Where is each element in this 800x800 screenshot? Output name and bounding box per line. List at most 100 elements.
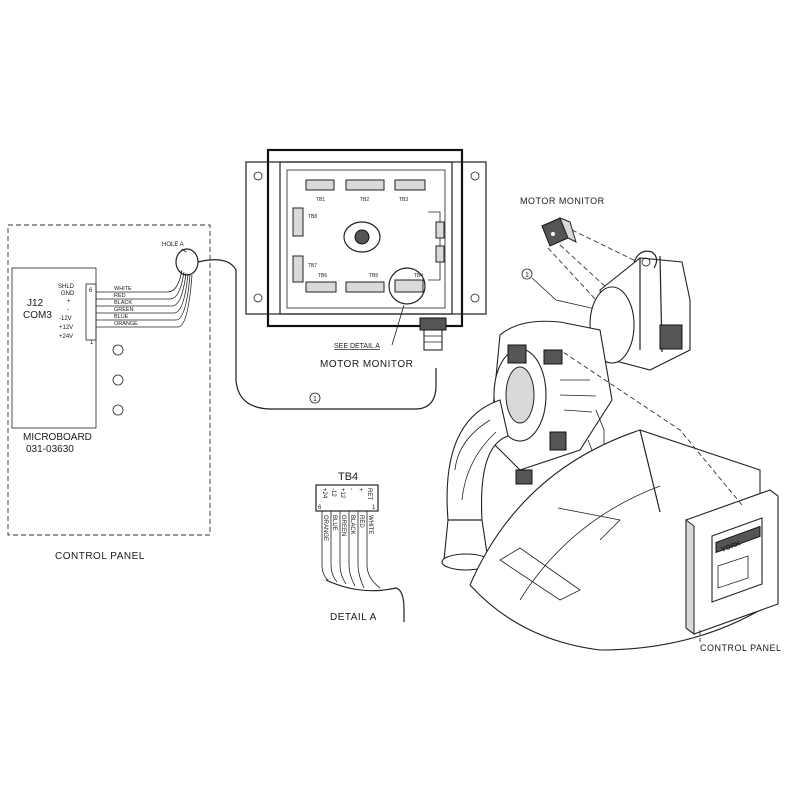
wire-label: RED: [114, 293, 126, 299]
pin-label: SHLD: [58, 284, 75, 290]
see-detail-label: SEE DETAIL A: [334, 343, 380, 350]
detail-a-marker: [388, 267, 426, 305]
terminal-block-tb4: [394, 279, 424, 293]
monitor-inner-frame: [279, 161, 453, 315]
pin-label: -: [67, 307, 69, 313]
monitor-enclosure: [266, 148, 464, 328]
suction-pipe: [441, 399, 509, 571]
wire-label: BLUE: [331, 515, 337, 531]
microboard-hole: [112, 404, 124, 416]
wire-label: RED: [358, 515, 364, 528]
pin-label: +24V: [59, 334, 73, 340]
microboard-hole: [112, 344, 124, 356]
j12-pin-labels: SHLD GND + - -12V +12V +24V 6 1: [58, 284, 94, 346]
unit-monitor-caption: MOTOR MONITOR: [520, 196, 605, 206]
conduit-fitting: [419, 317, 447, 331]
detail-wires: [321, 511, 405, 622]
pin-number: 6: [318, 505, 322, 511]
svg-text:1: 1: [313, 396, 317, 403]
mount-hole: [470, 293, 480, 303]
monitor-pcb: [286, 169, 446, 309]
terminal-block: [292, 207, 304, 237]
wire-label: WHITE: [114, 286, 132, 292]
detail-a-caption: DETAIL A: [330, 612, 377, 623]
detail-wire-labels: ORANGE BLUE GREEN BLACK RED WHITE: [322, 515, 373, 541]
j12-wire-labels: WHITE RED BLACK GREEN BLUE ORANGE: [114, 286, 138, 327]
pin-number: 1: [372, 505, 376, 511]
pin-label: +12V: [59, 325, 73, 331]
unit-motor-monitor: [541, 217, 577, 247]
chiller-unit: MOTOR MONITOR 1: [441, 196, 782, 653]
cable-1: [197, 259, 437, 410]
tb-label: TB1: [316, 197, 325, 203]
wire-label: GREEN: [114, 307, 134, 313]
unit-control-panel: YORK: [685, 489, 779, 635]
motor: [589, 250, 691, 371]
panel-leader: [559, 349, 743, 642]
microboard-outline: [11, 267, 97, 429]
mount-hole: [253, 171, 263, 181]
microboard-label: MICROBOARD: [23, 432, 92, 443]
control-panel: CONTROL PANEL MICROBOARD 031-03630 J12 C…: [7, 224, 211, 562]
tb4-title: TB4: [338, 471, 358, 483]
tb-label: TB6: [318, 273, 327, 279]
cable-1-callout: 1: [309, 392, 321, 404]
terminal-label: +12: [339, 488, 345, 499]
j12-label: J12: [27, 298, 44, 309]
tb-label: TB8: [308, 214, 317, 220]
terminal-label: +24: [321, 488, 327, 499]
tb4-terminal-block: [315, 484, 379, 512]
wire-label: GREEN: [340, 515, 346, 536]
terminal-block: [345, 281, 385, 293]
unit-panel-caption: CONTROL PANEL: [700, 643, 782, 653]
tb-label: TB7: [308, 263, 317, 269]
monitor-caption: MOTOR MONITOR: [320, 359, 413, 370]
terminal-block: [292, 255, 304, 283]
terminal-block: [305, 281, 337, 293]
tb-label: TB2: [360, 197, 369, 203]
tb-label: TB5: [369, 273, 378, 279]
j12-wires: [96, 269, 193, 328]
control-panel-caption: CONTROL PANEL: [55, 551, 145, 562]
compressor: [489, 320, 613, 485]
terminal-label: +: [357, 488, 363, 492]
pin-number: 1: [90, 340, 94, 346]
hole-a: HOLE A: [162, 242, 199, 276]
detail-a: TB4 +24 -12 +12 - + RET 6 1 ORANGE BLUE …: [315, 471, 405, 623]
wire-label: BLACK: [349, 515, 355, 535]
terminal-label: RET: [366, 488, 372, 500]
mount-hole: [470, 171, 480, 181]
board-terminal-labels: TB1 TB2 TB3 TB4 TB5 TB6 TB7 TB8: [308, 197, 423, 279]
pin-label: +: [67, 299, 71, 305]
control-panel-outline: [7, 224, 211, 536]
wire-label: BLACK: [114, 300, 132, 306]
hole-a-circle: [175, 248, 199, 276]
terminal-block: [345, 179, 385, 191]
com3-label: COM3: [23, 310, 52, 321]
microboard-part: 031-03630: [26, 444, 74, 455]
pin-number: 6: [89, 288, 93, 294]
terminal-label: -: [348, 488, 354, 490]
detail-terminal-labels: +24 -12 +12 - + RET 6 1: [318, 488, 376, 511]
terminal-label: -12: [330, 488, 336, 497]
motor-monitor-board: TB1 TB2 TB3 TB4 TB5 TB6 TB7 TB8 SEE DETA…: [245, 148, 487, 370]
hole-a-leader: [181, 248, 187, 253]
terminal-block: [394, 179, 426, 191]
monitor-center-component: [343, 221, 381, 253]
mount-hole: [253, 293, 263, 303]
pin-label: GND: [61, 291, 75, 297]
tb-label: TB4: [414, 273, 423, 279]
wire-label: ORANGE: [114, 321, 138, 327]
wire-label: WHITE: [367, 515, 373, 534]
tb-label: TB3: [399, 197, 408, 203]
terminal-block: [305, 179, 335, 191]
j12-connector: [85, 283, 97, 341]
hole-a-label: HOLE A: [162, 242, 184, 248]
wire-label: BLUE: [114, 314, 129, 320]
pin-label: -12V: [59, 316, 72, 322]
microboard-hole: [112, 374, 124, 386]
wire-label: ORANGE: [322, 515, 328, 541]
unit-callout: [521, 268, 533, 280]
svg-text:1: 1: [525, 272, 529, 279]
